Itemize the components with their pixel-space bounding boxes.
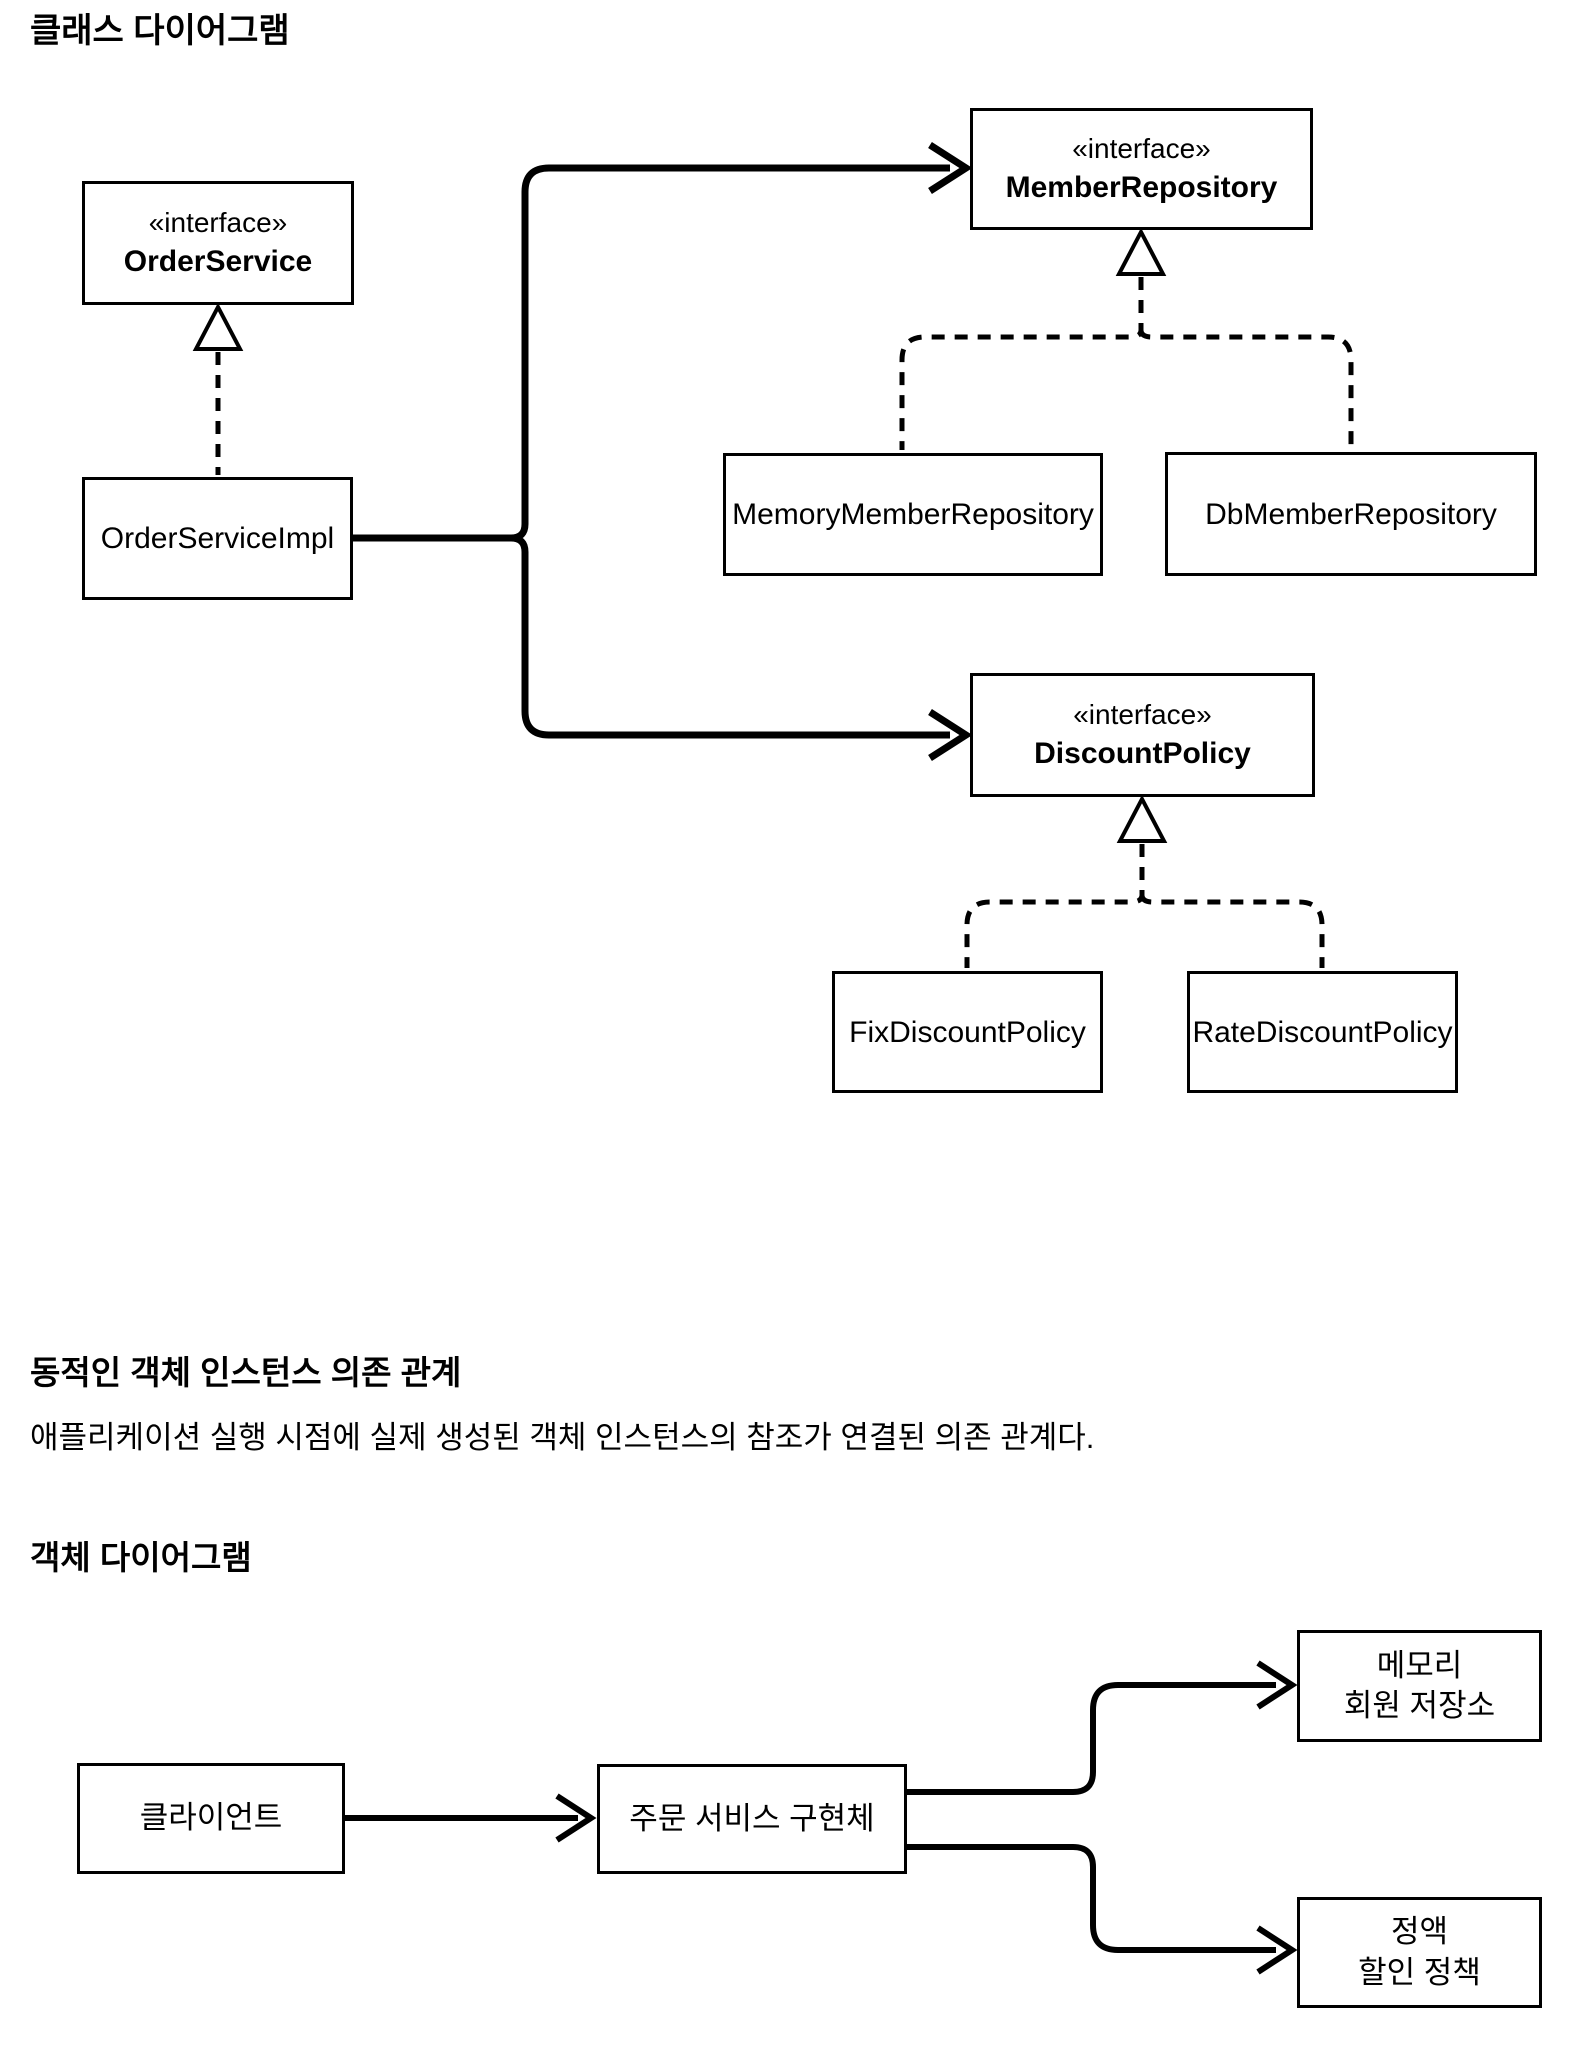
dependency-line-discountpolicy: [510, 534, 950, 739]
object-arrow-fixpolicy-line: [907, 1844, 1276, 1953]
node-member-repository-stereotype: «interface»: [1072, 133, 1211, 165]
class-diagram-heading: 클래스 다이어그램: [30, 12, 290, 50]
node-order-service: «interface» OrderService: [82, 181, 354, 305]
object-node-fix-discount-policy: 정액 할인 정책: [1297, 1897, 1542, 2008]
object-node-memory-member-repo-line1: 메모리: [1376, 1647, 1463, 1683]
realization-line-dbmemberrepository: [1138, 329, 1354, 450]
object-arrowhead-client: [555, 1793, 597, 1843]
node-db-member-repository-name: DbMemberRepository: [1205, 497, 1497, 531]
object-arrow-memory-line: [907, 1682, 1276, 1795]
object-node-fix-discount-policy-line2: 할인 정책: [1358, 1954, 1481, 1990]
object-node-memory-member-repo: 메모리 회원 저장소: [1297, 1630, 1542, 1742]
realization-line-fixdiscountpolicy: [964, 844, 1145, 968]
node-discount-policy-name: DiscountPolicy: [1034, 736, 1251, 770]
node-rate-discount-policy: RateDiscountPolicy: [1187, 971, 1458, 1093]
object-node-client-name: 클라이언트: [139, 1800, 283, 1836]
node-discount-policy-stereotype: «interface»: [1073, 699, 1212, 731]
realization-line-memorymemberrepository: [899, 277, 1144, 450]
node-rate-discount-policy-name: RateDiscountPolicy: [1192, 1015, 1453, 1049]
node-memory-member-repository: MemoryMemberRepository: [723, 453, 1103, 576]
node-order-service-stereotype: «interface»: [148, 207, 288, 239]
realization-line-ratediscountpolicy: [1139, 894, 1325, 968]
node-memory-member-repository-name: MemoryMemberRepository: [732, 498, 1094, 531]
object-arrowhead-memory: [1256, 1660, 1298, 1710]
node-discount-policy: «interface» DiscountPolicy: [970, 673, 1315, 797]
node-order-service-impl-name: OrderServiceImpl: [100, 522, 335, 555]
node-fix-discount-policy: FixDiscountPolicy: [832, 971, 1103, 1093]
realization-triangle-orderservice: [192, 302, 244, 351]
dynamic-dependency-paragraph: 애플리케이션 실행 시점에 실제 생성된 객체 인스턴스의 참조가 연결된 의존…: [30, 1420, 1095, 1455]
object-node-fix-discount-policy-line1: 정액: [1390, 1914, 1449, 1950]
realization-triangle-discountpolicy: [1116, 794, 1168, 843]
object-node-memory-member-repo-line2: 회원 저장소: [1343, 1688, 1496, 1723]
realization-triangle-memberrepository: [1115, 227, 1167, 276]
object-diagram-heading: 객체 다이어그램: [30, 1539, 252, 1576]
node-db-member-repository: DbMemberRepository: [1165, 452, 1537, 576]
object-node-client: 클라이언트: [77, 1763, 345, 1874]
node-fix-discount-policy-name: FixDiscountPolicy: [849, 1015, 1086, 1049]
object-arrowhead-fixpolicy: [1256, 1925, 1298, 1975]
object-node-order-service-impl: 주문 서비스 구현체: [597, 1764, 907, 1874]
node-order-service-impl: OrderServiceImpl: [82, 477, 353, 600]
arrowhead-discountpolicy: [928, 709, 973, 761]
node-order-service-name: OrderService: [123, 244, 313, 278]
object-node-order-service-impl-name: 주문 서비스 구현체: [629, 1800, 875, 1836]
node-member-repository-name: MemberRepository: [1005, 170, 1278, 204]
dynamic-dependency-heading: 동적인 객체 인스턴스 의존 관계: [30, 1354, 462, 1391]
arrowhead-memberrepository: [928, 142, 973, 194]
node-member-repository: «interface» MemberRepository: [970, 108, 1313, 230]
